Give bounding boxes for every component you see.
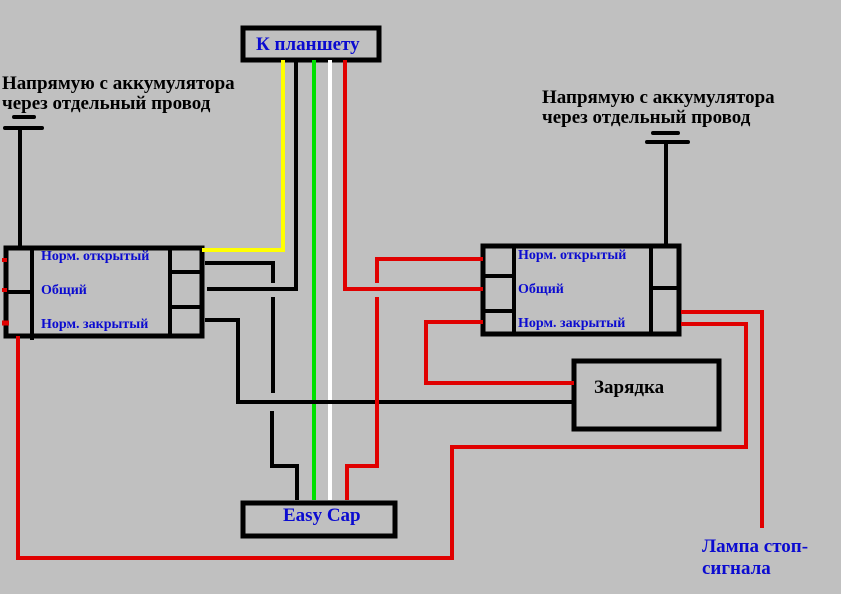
wire-red-no-right [375, 257, 483, 283]
charger-label: Зарядка [594, 377, 665, 398]
right-relay [480, 243, 682, 337]
charger-box [571, 358, 722, 432]
left-relay-no-label: Норм. открытый [41, 249, 150, 264]
battery-note-right: Напрямую с аккумулятора через отдельный … [542, 88, 775, 128]
wire-red-left-relay-bottom [16, 322, 748, 560]
wire-black-no-left [205, 261, 275, 283]
easycap-box [240, 500, 398, 539]
right-relay-no-label: Норм. открытый [518, 248, 627, 263]
battery-symbol-left [3, 115, 44, 248]
tablet-label: К планшету [256, 34, 360, 55]
left-relay-nc-label: Норм. закрытый [41, 317, 149, 332]
battery-note-left-line2: через отдельный провод [2, 93, 211, 114]
wire-black-tablet [207, 60, 298, 291]
battery-note-left-line1: Напрямую с аккумулятора [2, 73, 235, 94]
wire-black-nc-left [205, 318, 576, 404]
brake-lamp-label: Лампа стоп- сигнала [702, 536, 808, 580]
easycap-label: Easy Cap [283, 505, 361, 526]
wire-yellow [202, 60, 285, 252]
red-contact-marks-left [2, 258, 9, 326]
left-relay-common-label: Общий [41, 283, 87, 298]
battery-note-right-line2: через отдельный провод [542, 107, 751, 128]
wire-red-lamp [681, 310, 764, 528]
battery-note-right-line1: Напрямую с аккумулятора [542, 87, 775, 108]
brake-lamp-label-line1: Лампа стоп- [702, 536, 809, 557]
right-relay-common-label: Общий [518, 282, 564, 297]
wire-red-nc-right-charger [424, 320, 574, 385]
wire-red-tablet [343, 60, 483, 291]
tablet-box [240, 25, 382, 63]
battery-symbol-right [645, 131, 690, 246]
brake-lamp-label-line2: сигнала [702, 558, 771, 579]
right-relay-nc-label: Норм. закрытый [518, 316, 626, 331]
left-relay [3, 245, 205, 340]
wire-red-easycap [345, 297, 379, 500]
wire-black-to-easycap [270, 411, 299, 500]
battery-note-left: Напрямую с аккумулятора через отдельный … [2, 74, 235, 114]
